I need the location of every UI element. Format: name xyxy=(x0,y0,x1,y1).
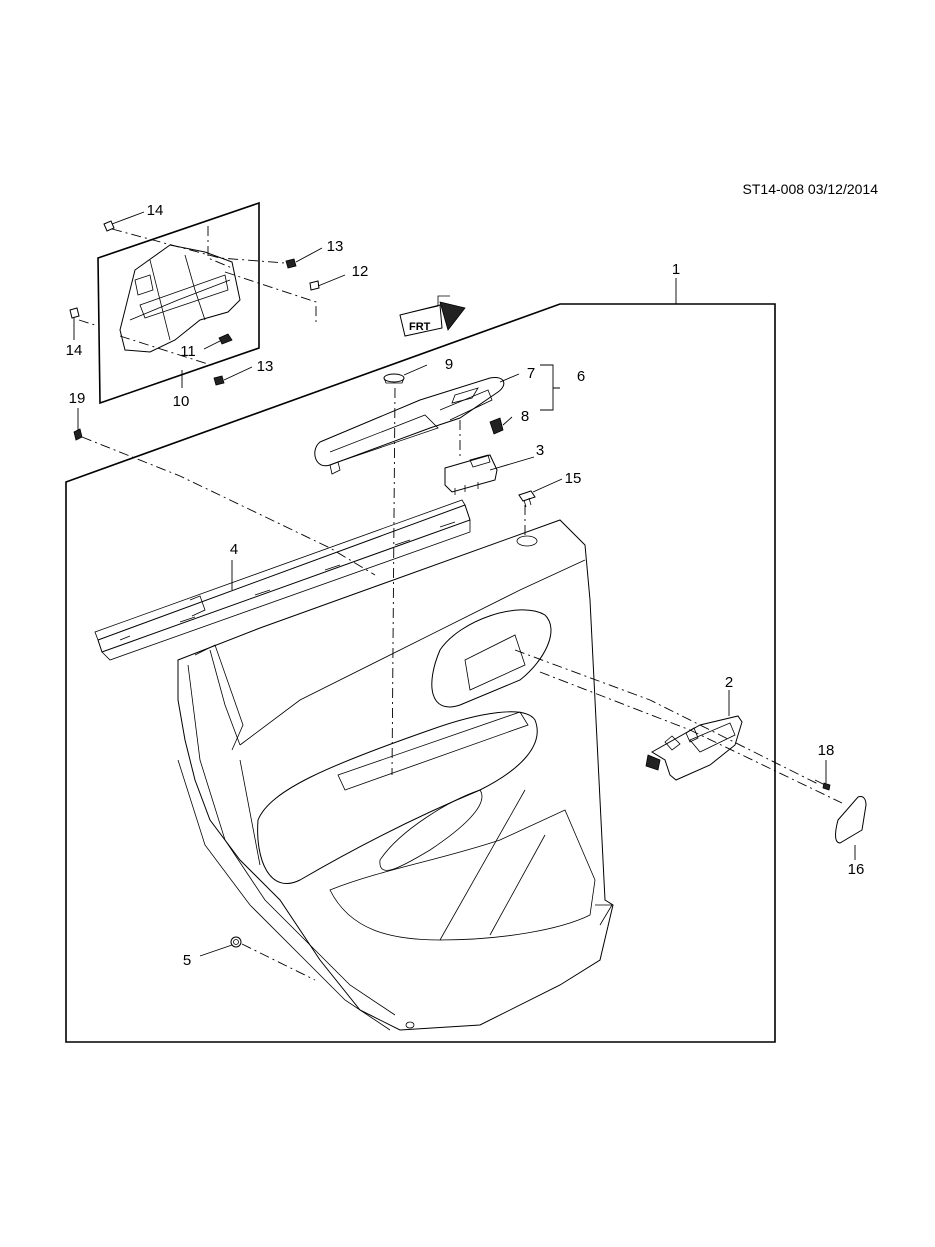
assembly-box-outline xyxy=(65,303,776,1043)
callout-15: 15 xyxy=(565,470,582,487)
callout-14-lower: 14 xyxy=(66,342,83,359)
exploded-view-lines xyxy=(78,226,843,981)
door-handle-assembly xyxy=(645,715,743,781)
callout-7: 7 xyxy=(527,365,535,382)
handle-cover-part-16 xyxy=(835,796,867,844)
upper-trim-rail xyxy=(94,499,471,661)
callout-9: 9 xyxy=(445,356,453,373)
speaker-bracket xyxy=(119,244,241,353)
clip-part-8 xyxy=(489,417,504,435)
callout-11: 11 xyxy=(180,343,196,360)
bracket-box-outline xyxy=(97,201,260,405)
callout-8: 8 xyxy=(521,408,529,425)
callout-5: 5 xyxy=(183,952,191,969)
door-trim-panel xyxy=(177,519,614,1031)
leader-lines xyxy=(73,211,856,957)
screw-part-12 xyxy=(309,280,320,291)
callout-3: 3 xyxy=(536,442,544,459)
window-switch-bezel xyxy=(314,376,505,475)
callout-10: 10 xyxy=(173,393,190,410)
push-pin-part-15 xyxy=(518,490,536,508)
retainer-part-5 xyxy=(230,936,242,948)
callout-2: 2 xyxy=(725,674,733,691)
cap-part-9 xyxy=(383,373,405,384)
screw-part-13-upper xyxy=(285,258,297,269)
nut-part-11 xyxy=(218,333,233,345)
diagram-reference-code: ST14-008 03/12/2014 xyxy=(743,181,879,197)
nut-part-14-upper xyxy=(103,220,115,232)
frt-label: FRT xyxy=(409,321,431,333)
nut-part-14-lower xyxy=(69,307,80,319)
callout-18: 18 xyxy=(818,742,835,759)
callout-4: 4 xyxy=(230,541,238,558)
callout-1: 1 xyxy=(672,261,680,278)
screw-part-13-lower xyxy=(213,375,225,386)
push-pin-part-19 xyxy=(73,428,83,441)
screw-part-18 xyxy=(814,779,831,791)
callout-numbers: 1 2 3 4 5 6 7 8 9 10 11 12 13 13 14 14 1… xyxy=(66,202,865,969)
callout-13-upper: 13 xyxy=(327,238,344,255)
callout-16: 16 xyxy=(848,861,865,878)
callout-13-lower: 13 xyxy=(257,358,274,375)
window-switch xyxy=(444,454,498,495)
front-direction-icon: FRT xyxy=(399,295,466,337)
callout-6: 6 xyxy=(577,368,585,385)
callout-12: 12 xyxy=(352,263,369,280)
callout-19: 19 xyxy=(69,390,86,407)
callout-14-upper: 14 xyxy=(147,202,164,219)
